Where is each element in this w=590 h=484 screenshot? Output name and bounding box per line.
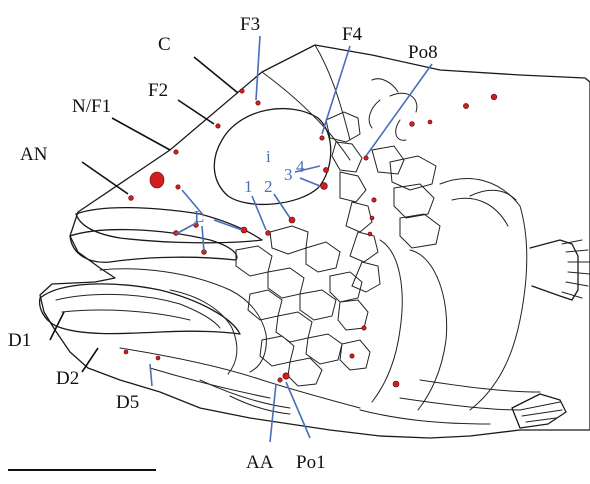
label-C: C: [158, 34, 171, 55]
label-D1: D1: [8, 330, 31, 351]
label-N-F1: N/F1: [72, 96, 111, 117]
blue-leaders: [150, 36, 432, 442]
label-D2: D2: [56, 368, 79, 389]
label-1: 1: [244, 177, 253, 196]
label-3: 3: [284, 165, 293, 184]
label-AA: AA: [246, 452, 274, 473]
sensory-pores: [124, 89, 497, 387]
head-silhouette: [40, 45, 590, 438]
label-L: L: [194, 207, 204, 226]
nostril-pore: [150, 172, 164, 188]
label-F3: F3: [240, 14, 260, 35]
snout-lip: [70, 230, 237, 263]
label-4: 4: [296, 157, 305, 176]
tail-rays: [562, 240, 590, 298]
label-AN: AN: [20, 144, 48, 165]
label-D5: D5: [116, 392, 139, 413]
scale-lattice: [236, 226, 370, 386]
upper-jaw: [76, 208, 262, 243]
label-i: i: [266, 147, 271, 166]
label-F4: F4: [342, 24, 363, 45]
eye: [214, 109, 330, 205]
label-Po8: Po8: [408, 42, 438, 63]
label-Po1: Po1: [296, 452, 326, 473]
infraorbital-bones: [326, 112, 380, 292]
tail-fin: [530, 240, 578, 300]
operculum-blocks: [372, 146, 440, 248]
label-2: 2: [264, 177, 273, 196]
lower-jaw: [40, 284, 240, 334]
label-F2: F2: [148, 80, 168, 101]
